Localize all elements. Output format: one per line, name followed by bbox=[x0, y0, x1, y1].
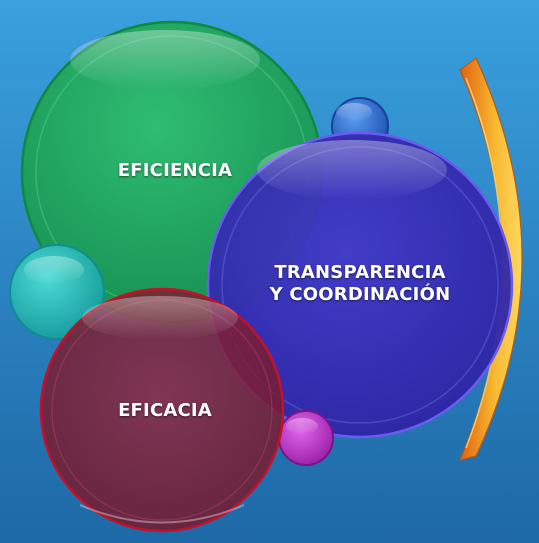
teal-bubble bbox=[9, 244, 105, 340]
magenta-bubble bbox=[278, 410, 334, 466]
transparencia-label: TRANSPARENCIA Y COORDINACIÓN bbox=[269, 262, 451, 305]
eficacia-circle bbox=[39, 287, 285, 533]
eficacia-label: EFICACIA bbox=[118, 400, 212, 421]
eficiencia-label: EFICIENCIA bbox=[117, 160, 233, 181]
transparencia-circle bbox=[206, 131, 514, 439]
